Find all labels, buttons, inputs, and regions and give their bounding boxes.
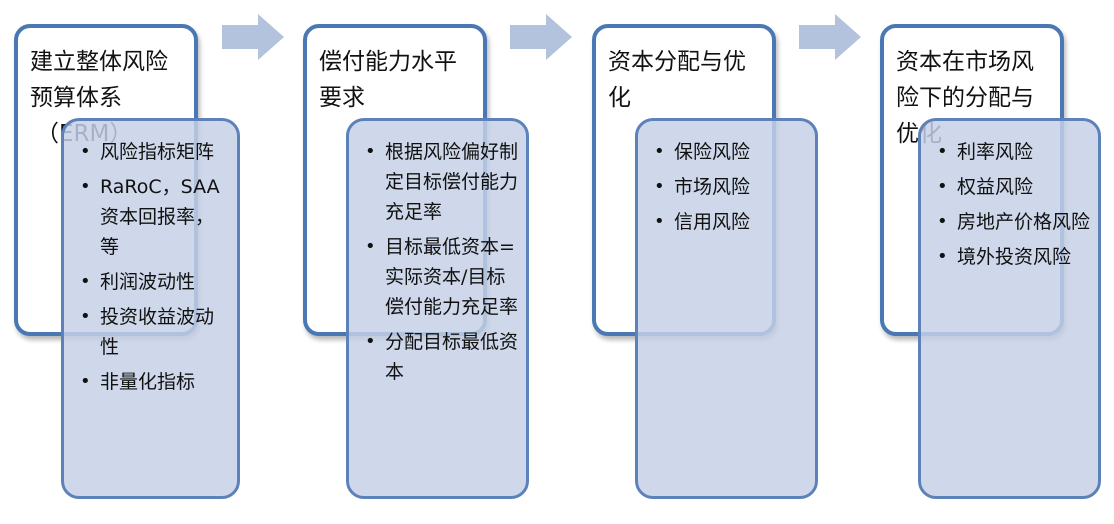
stage-2-item-2: 目标最低资本=实际资本/目标偿付能力充足率 (357, 232, 518, 322)
stage-1-title-line-2: 预算体系 (30, 85, 122, 111)
stage-1-item-2: RaRoC，SAA资本回报率，等 (72, 172, 229, 262)
stage-2-item-1: 根据风险偏好制定目标偿付能力充足率 (357, 137, 518, 227)
stage-2-title-line-1: 偿付能力水平 (319, 49, 457, 75)
stage-1-item-1: 风险指标矩阵 (72, 137, 229, 167)
stage-4-title-line-1: 资本在市场风 (896, 49, 1034, 75)
stage-2-item-list: 根据风险偏好制定目标偿付能力充足率 目标最低资本=实际资本/目标偿付能力充足率 … (357, 137, 518, 387)
stage-1-item-3: 利润波动性 (72, 267, 229, 297)
right-arrow-icon (222, 14, 284, 60)
stage-1-item-4: 投资收益波动性 (72, 302, 229, 362)
stage-2-detail-panel: 根据风险偏好制定目标偿付能力充足率 目标最低资本=实际资本/目标偿付能力充足率 … (346, 118, 529, 499)
stage-4-item-2: 权益风险 (929, 172, 1090, 202)
stage-1-item-list: 风险指标矩阵 RaRoC，SAA资本回报率，等 利润波动性 投资收益波动性 非量… (72, 137, 229, 397)
stage-1-detail-panel: 风险指标矩阵 RaRoC，SAA资本回报率，等 利润波动性 投资收益波动性 非量… (61, 118, 240, 499)
stage-4-item-1: 利率风险 (929, 137, 1090, 167)
stage-1-item-5: 非量化指标 (72, 367, 229, 397)
stage-4-detail-panel: 利率风险 权益风险 房地产价格风险 境外投资风险 (918, 118, 1101, 499)
stage-3-item-list: 保险风险 市场风险 信用风险 (646, 137, 807, 237)
stage-3-item-3: 信用风险 (646, 207, 807, 237)
stage-3-title-line-1: 资本分配与优 (608, 49, 746, 75)
stage-4-item-3: 房地产价格风险 (929, 207, 1090, 237)
right-arrow-icon (510, 14, 572, 60)
stage-4-item-list: 利率风险 权益风险 房地产价格风险 境外投资风险 (929, 137, 1090, 272)
right-arrow-icon (799, 14, 861, 60)
stage-3-item-1: 保险风险 (646, 137, 807, 167)
stage-4-item-4: 境外投资风险 (929, 242, 1090, 272)
stage-2-item-3: 分配目标最低资本 (357, 327, 518, 387)
stage-3-item-2: 市场风险 (646, 172, 807, 202)
stage-3-title-line-2: 化 (608, 85, 631, 111)
stage-3-detail-panel: 保险风险 市场风险 信用风险 (635, 118, 818, 499)
stage-4-title-line-2: 险下的分配与 (896, 85, 1034, 111)
stage-1-title-line-1: 建立整体风险 (30, 49, 168, 75)
stage-2-title-line-2: 要求 (319, 85, 365, 111)
